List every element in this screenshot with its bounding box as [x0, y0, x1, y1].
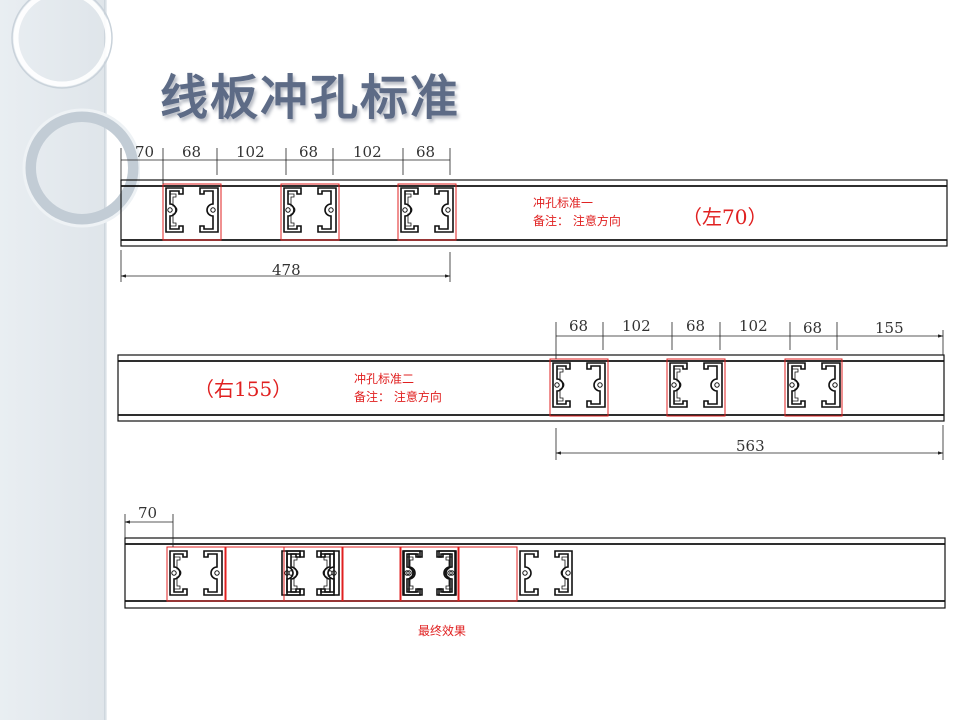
- board-2-hole-2: [666, 358, 726, 417]
- board-2-hole-1: [549, 358, 609, 417]
- dim-label: 68: [182, 143, 201, 161]
- board-3: 70 最终效果: [124, 504, 946, 638]
- dim-label: 478: [272, 261, 301, 279]
- board-1-hole-1: [162, 183, 222, 241]
- board-1-dimension-top: [120, 148, 451, 184]
- board-1-note-remark: 备注： 注意方向: [533, 213, 621, 228]
- board-2-dimension-top: [555, 322, 944, 359]
- board-2-hole-3: [784, 358, 843, 417]
- board-2-note-side: （右155）: [194, 377, 292, 401]
- dim-label: 155: [875, 319, 904, 337]
- board-3-hole-3: [283, 546, 343, 602]
- dim-label: 102: [353, 143, 382, 161]
- board-3-hole-2: [225, 546, 335, 602]
- board-3-note: 最终效果: [418, 623, 466, 638]
- board-1-hole-2: [280, 183, 340, 241]
- board-1-dimension-bottom: [120, 250, 451, 282]
- board-3-hole-1: [166, 546, 226, 602]
- board-1-hole-3: [397, 183, 457, 241]
- dim-label: 102: [236, 143, 265, 161]
- board-1-note-side: （左70）: [682, 205, 767, 229]
- dim-label: 68: [686, 317, 705, 335]
- board-3-hole-6: [458, 546, 573, 602]
- left-band-edge: [104, 0, 107, 720]
- dim-label: 102: [622, 317, 651, 335]
- dim-label: 102: [739, 317, 768, 335]
- dim-label: 70: [135, 143, 154, 161]
- board-2: 68 102 68 102 68 155 563 （右155） 冲孔标准二 备注…: [117, 317, 945, 460]
- board-3-dimension-left: [124, 514, 174, 547]
- decorative-rings: [11, 0, 140, 228]
- board-2-note-remark: 备注： 注意方向: [354, 389, 442, 404]
- board-1: 70 68 102 68 102 68 478 冲孔标准一 备注： 注意方向 （…: [120, 143, 948, 282]
- dim-label: 68: [803, 319, 822, 337]
- page-title: 线板冲孔标准: [160, 70, 461, 126]
- dim-label: 563: [736, 437, 765, 455]
- board-3-hole-5: [399, 546, 459, 602]
- board-2-dimension-bottom: [555, 425, 944, 460]
- board-1-note-title: 冲孔标准一: [533, 195, 593, 210]
- dim-label: 68: [299, 143, 318, 161]
- dim-label: 68: [569, 317, 588, 335]
- board-3-hole-4: [342, 546, 457, 602]
- board-2-note-title: 冲孔标准二: [354, 371, 414, 386]
- dim-label: 68: [416, 143, 435, 161]
- dim-label: 70: [138, 504, 157, 522]
